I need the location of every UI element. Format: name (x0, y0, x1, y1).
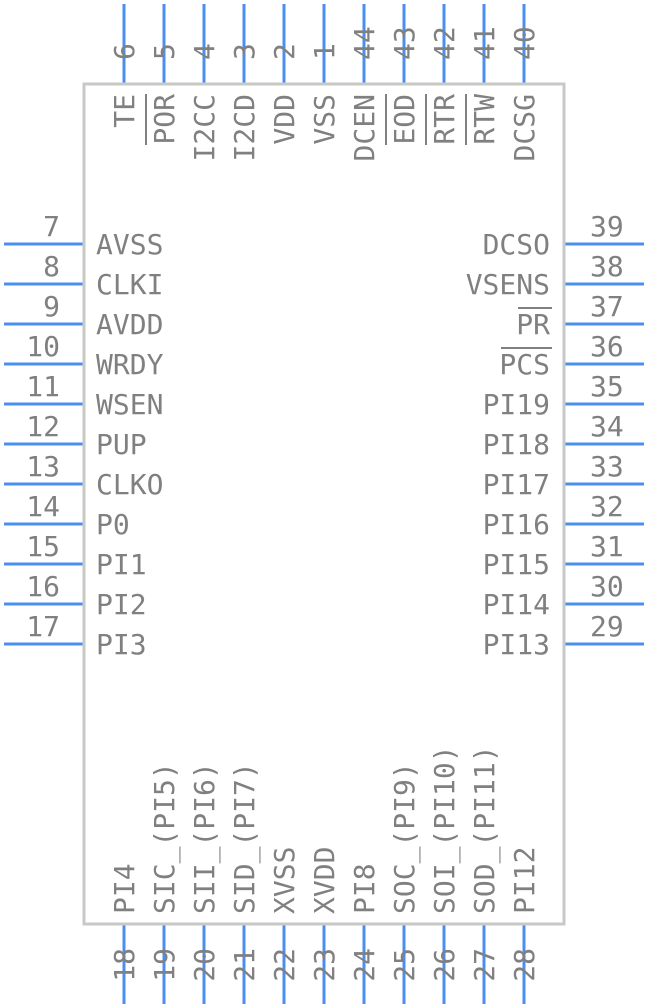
top-pin-number: 4 (188, 43, 221, 60)
left-pin-label: PUP (96, 428, 147, 461)
right-pin-label: DCSO (483, 228, 550, 261)
left-pin-number: 16 (26, 570, 60, 603)
bottom-pin-number: 24 (348, 948, 381, 982)
right-pin-label: PI17 (483, 468, 550, 501)
right-pin-label: PI19 (483, 388, 550, 421)
left-pin-number: 9 (43, 290, 60, 323)
bottom-pin-label: XVDD (308, 847, 341, 914)
bottom-pin-number: 19 (148, 948, 181, 982)
bottom-pin-number: 22 (268, 948, 301, 982)
bottom-pin-label: SIC_(PI5) (148, 762, 182, 914)
labels-layer: 6TE5POR4I2CC3I2CD2VDD1VSS44DCEN43EOD42RT… (26, 26, 623, 981)
top-pin-number: 44 (348, 26, 381, 60)
bottom-pin-number: 28 (508, 948, 541, 982)
top-pin-label: I2CD (228, 94, 261, 161)
bottom-pin-number: 20 (188, 948, 221, 982)
bottom-pin-number: 18 (108, 948, 141, 982)
top-pin-label: EOD (388, 94, 421, 145)
top-pin-number: 6 (108, 43, 141, 60)
bottom-pin-number: 25 (388, 948, 421, 982)
right-pin-number: 30 (590, 570, 624, 603)
bottom-pin-label: SOC_(PI9) (388, 762, 422, 914)
top-pin-label: RTR (428, 94, 461, 145)
top-pin-label: I2CC (188, 94, 221, 161)
top-pin-number: 2 (268, 43, 301, 60)
left-pin-label: CLKI (96, 268, 163, 301)
right-pin-number: 39 (590, 210, 624, 243)
bottom-pin-label: PI4 (108, 863, 141, 914)
left-pin-label: WSEN (96, 388, 163, 421)
left-pin-number: 14 (26, 490, 60, 523)
left-pin-label: PI1 (96, 548, 147, 581)
left-pin-number: 11 (26, 370, 60, 403)
top-pin-number: 3 (228, 43, 261, 60)
top-pin-label: DCSG (508, 94, 541, 161)
chip-body (82, 82, 566, 926)
bottom-pin-label: PI12 (508, 847, 541, 914)
left-pin-label: P0 (96, 508, 130, 541)
pins-layer (4, 4, 644, 1004)
left-pin-label: WRDY (96, 348, 164, 381)
right-pin-number: 34 (590, 410, 624, 443)
top-pin-label: VSS (308, 94, 341, 145)
right-pin-number: 36 (590, 330, 624, 363)
left-pin-label: PI2 (96, 588, 147, 621)
left-pin-number: 10 (26, 330, 60, 363)
top-pin-number: 42 (428, 26, 461, 60)
right-pin-number: 38 (590, 250, 624, 283)
left-pin-label: CLKO (96, 468, 163, 501)
right-pin-label: PI15 (483, 548, 550, 581)
bottom-pin-label: SOD_(PI11) (468, 745, 502, 914)
right-pin-number: 31 (590, 530, 624, 563)
left-pin-number: 8 (43, 250, 60, 283)
top-pin-number: 41 (468, 26, 501, 60)
left-pin-number: 15 (26, 530, 60, 563)
right-pin-label: PI16 (483, 508, 550, 541)
left-pin-number: 17 (26, 610, 60, 643)
right-pin-label: PI14 (483, 588, 550, 621)
bottom-pin-label: PI8 (348, 863, 381, 914)
left-pin-label: PI3 (96, 628, 147, 661)
top-pin-label: POR (148, 94, 181, 145)
top-pin-number: 1 (308, 43, 341, 60)
bottom-pin-label: SOI_(PI10) (428, 745, 462, 914)
bottom-pin-number: 23 (308, 948, 341, 982)
bottom-pin-number: 26 (428, 948, 461, 982)
top-pin-number: 5 (148, 43, 181, 60)
left-pin-label: AVDD (96, 308, 163, 341)
top-pin-number: 43 (388, 26, 421, 60)
right-pin-label: PCS (499, 348, 550, 381)
right-pin-number: 35 (590, 370, 624, 403)
left-pin-number: 12 (26, 410, 60, 443)
left-pin-number: 7 (43, 210, 60, 243)
bottom-pin-label: SII_(PI6) (188, 762, 222, 914)
left-pin-number: 13 (26, 450, 60, 483)
right-pin-number: 33 (590, 450, 624, 483)
right-pin-number: 32 (590, 490, 624, 523)
right-pin-label: PR (516, 308, 550, 341)
bottom-pin-label: SID_(PI7) (228, 762, 262, 914)
top-pin-label: RTW (468, 94, 501, 145)
right-pin-label: PI13 (483, 628, 550, 661)
top-pin-number: 40 (508, 26, 541, 60)
right-pin-label: VSENS (466, 268, 550, 301)
top-pin-label: DCEN (348, 94, 381, 161)
right-pin-number: 29 (590, 610, 624, 643)
top-pin-label: VDD (268, 94, 301, 145)
right-pin-number: 37 (590, 290, 624, 323)
bottom-pin-number: 21 (228, 948, 261, 982)
bottom-pin-label: XVSS (268, 847, 301, 914)
top-pin-label: TE (108, 94, 141, 128)
right-pin-label: PI18 (483, 428, 550, 461)
bottom-pin-number: 27 (468, 948, 501, 982)
left-pin-label: AVSS (96, 228, 163, 261)
